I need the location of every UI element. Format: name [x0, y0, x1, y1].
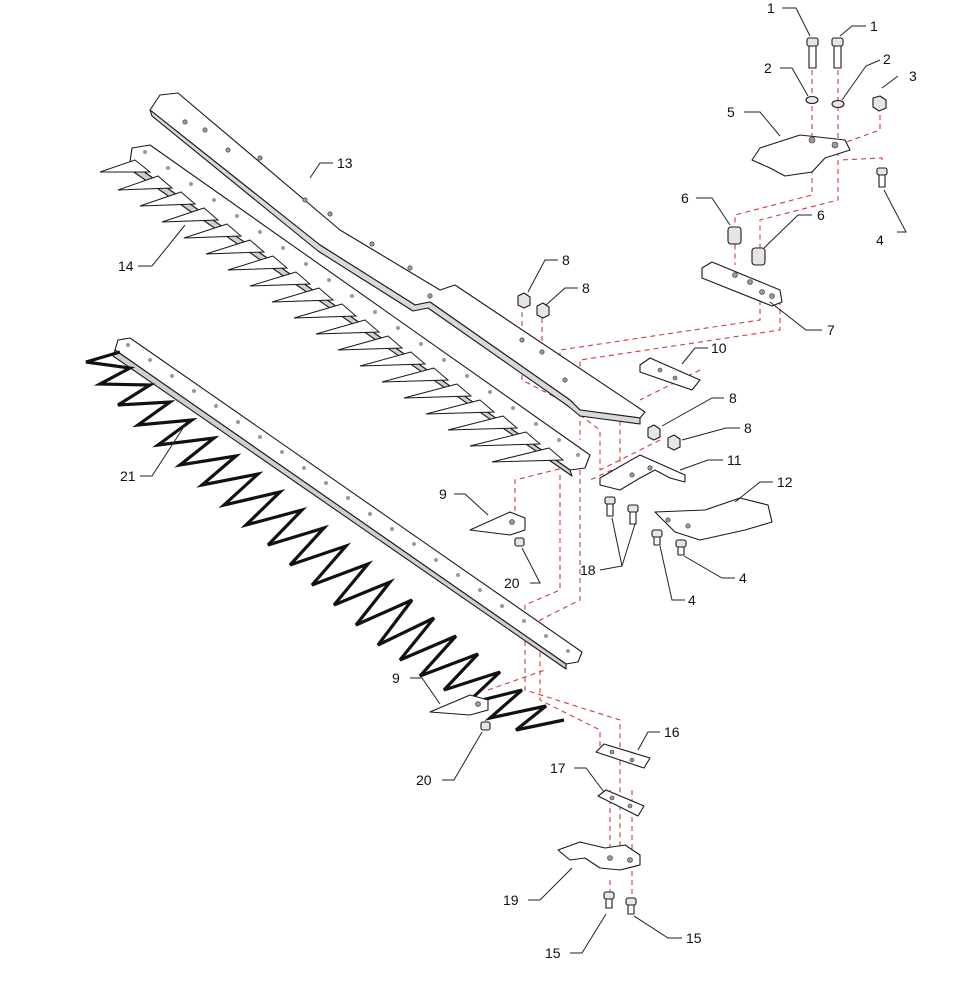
- callout-1-left: 1: [767, 0, 775, 16]
- callout-10: 10: [711, 340, 727, 356]
- part-4-bolt-upper: [876, 167, 888, 188]
- part-2-washers: [805, 95, 845, 109]
- callout-8-c: 8: [729, 390, 737, 406]
- part-13-bar: [149, 92, 646, 425]
- part-5-bracket: [751, 134, 851, 177]
- part-4-bolts-lower: [651, 529, 687, 556]
- callout-8-a: 8: [562, 252, 570, 268]
- callout-17: 17: [550, 760, 566, 776]
- callout-14: 14: [118, 258, 134, 274]
- part-7-plate: [701, 261, 783, 307]
- callout-13: 13: [337, 155, 353, 171]
- part-16-plate: [595, 743, 651, 769]
- callout-12: 12: [777, 474, 793, 490]
- callout-4-lower-left: 4: [688, 592, 696, 608]
- part-11-guard: [599, 454, 686, 491]
- callout-21: 21: [120, 468, 136, 484]
- callout-15-right: 15: [686, 930, 702, 946]
- callout-15-left: 15: [545, 945, 561, 961]
- callout-20-lower: 20: [416, 772, 432, 788]
- callout-3: 3: [909, 68, 917, 84]
- callout-8-d: 8: [744, 420, 752, 436]
- callout-20-upper: 20: [504, 575, 520, 591]
- callout-6-right: 6: [817, 207, 825, 223]
- callout-labels: 1 1 2 2 3 5 6 6 4 7 8 8 10 8 8 11 12 13 …: [118, 0, 917, 961]
- callout-4-upper: 4: [876, 232, 884, 248]
- callout-6-left: 6: [681, 190, 689, 206]
- leader-lines: [138, 7, 907, 954]
- part-17-plate: [597, 789, 645, 817]
- callout-5: 5: [727, 104, 735, 120]
- part-9-knife-sections: [429, 511, 526, 716]
- callout-18: 18: [580, 562, 596, 578]
- part-15-bolts: [603, 891, 637, 915]
- callout-2-right: 2: [883, 51, 891, 67]
- callout-1-right: 1: [870, 18, 878, 34]
- callout-4-lower-right: 4: [739, 570, 747, 586]
- part-21-cutter-bar: [85, 337, 583, 732]
- callout-19: 19: [503, 892, 519, 908]
- part-18-bolts: [604, 496, 639, 525]
- part-19-bracket: [557, 841, 641, 871]
- part-3-nut: [872, 95, 887, 112]
- part-8-nuts: [517, 292, 681, 451]
- callout-7: 7: [827, 322, 835, 338]
- part-10-clip: [639, 357, 701, 391]
- part-12-shield: [654, 497, 773, 541]
- callout-8-b: 8: [582, 280, 590, 296]
- part-1-bolts: [806, 37, 844, 69]
- part-14-knife-bar: [99, 144, 591, 477]
- callout-9-upper: 9: [439, 486, 447, 502]
- callout-9-lower: 9: [392, 670, 400, 686]
- callout-2-left: 2: [764, 60, 772, 76]
- part-6-spacers: [727, 226, 766, 266]
- part-20-screws: [480, 537, 525, 731]
- callout-11: 11: [727, 452, 742, 468]
- callout-16: 16: [664, 724, 680, 740]
